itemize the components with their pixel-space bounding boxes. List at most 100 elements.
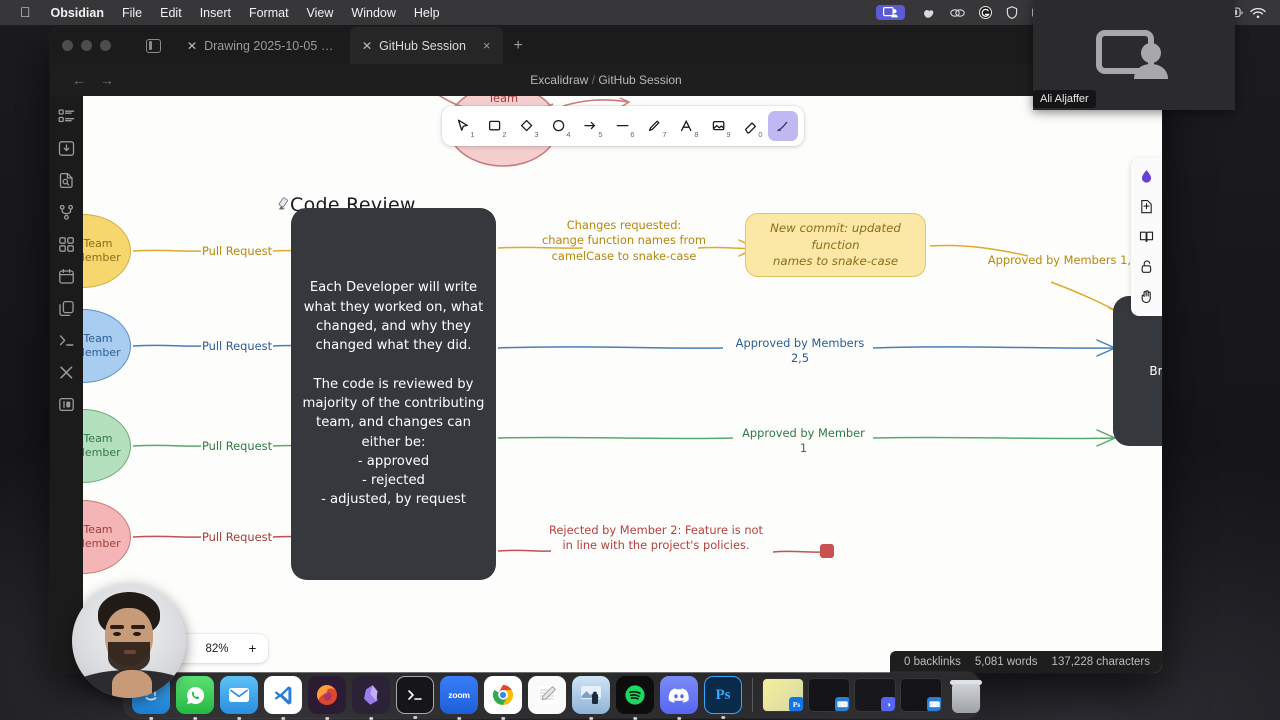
- tool-shortcut-number: 5: [598, 130, 603, 139]
- hand-icon[interactable]: [1139, 288, 1155, 304]
- dock-icon-preview[interactable]: [572, 676, 610, 720]
- nav-back-button[interactable]: ←: [72, 72, 86, 88]
- close-tab-button[interactable]: ×: [482, 38, 491, 53]
- dock-photoshop-label: Ps: [715, 686, 731, 703]
- shield-icon[interactable]: [999, 6, 1025, 19]
- draw-tool[interactable]: 7: [640, 111, 670, 141]
- dock-icon-vscode[interactable]: [264, 676, 302, 720]
- running-indicator: [149, 716, 153, 720]
- zoom-in-button[interactable]: +: [248, 641, 257, 656]
- menubar-item-insert[interactable]: Insert: [189, 5, 231, 20]
- screen-share-overlay[interactable]: Ali Aljaffer: [1033, 0, 1235, 110]
- dock-icon-firefox[interactable]: [308, 676, 346, 720]
- excalidraw-icon[interactable]: [58, 364, 75, 381]
- ellipse-tool[interactable]: 4: [544, 111, 574, 141]
- team-member-node-2[interactable]: Team Member: [83, 309, 131, 383]
- laser-pointer-tool[interactable]: [767, 111, 798, 141]
- character-count[interactable]: 137,228 characters: [1051, 656, 1150, 668]
- dock-icon-obsidian[interactable]: [352, 676, 390, 720]
- team-member-node-1[interactable]: Team Member: [83, 214, 131, 288]
- tab-strip: ✕ Drawing 2025-10-05 13.... ✕ GitHub Ses…: [175, 27, 534, 64]
- minimized-window-thumbnail[interactable]: ⌨: [809, 679, 849, 711]
- team-member-node-3[interactable]: Team Member: [83, 409, 131, 483]
- branch-box[interactable]: Br: [1113, 296, 1162, 446]
- eraser-cursor-icon: [274, 195, 293, 214]
- tab-github-session[interactable]: ✕ GitHub Session ×: [350, 27, 503, 64]
- running-indicator: [237, 716, 241, 720]
- arrow-tool[interactable]: 5: [576, 111, 606, 141]
- grid-apps-icon[interactable]: [58, 236, 75, 253]
- trash-icon[interactable]: [949, 677, 983, 713]
- changes-requested-label: Changes requested: change function names…: [541, 218, 707, 263]
- hand-icon[interactable]: [915, 7, 943, 19]
- calendar-icon[interactable]: [58, 268, 75, 285]
- dock-icon-mail[interactable]: [220, 676, 258, 720]
- add-file-icon[interactable]: [1139, 198, 1155, 214]
- wifi-icon[interactable]: [1246, 7, 1270, 19]
- git-graph-icon[interactable]: [58, 204, 75, 221]
- minimized-window-thumbnail[interactable]: ◑: [855, 679, 895, 711]
- loop-icon[interactable]: [943, 7, 972, 19]
- grammarly-icon[interactable]: [972, 6, 999, 19]
- dock-icon-chrome[interactable]: [484, 676, 522, 720]
- library-book-icon[interactable]: [1139, 228, 1155, 244]
- tab-drawing[interactable]: ✕ Drawing 2025-10-05 13....: [175, 27, 350, 64]
- menubar-item-window[interactable]: Window: [340, 5, 395, 20]
- diamond-tool[interactable]: 3: [512, 111, 542, 141]
- breadcrumb-current[interactable]: GitHub Session: [598, 73, 682, 87]
- screen-share-monitor-icon: [1096, 29, 1172, 81]
- menubar-app-name[interactable]: Obsidian: [40, 5, 104, 20]
- apple-icon[interactable]: : [10, 5, 42, 21]
- menubar-item-help[interactable]: Help: [403, 5, 440, 20]
- word-count[interactable]: 5,081 words: [974, 656, 1038, 668]
- menubar-item-file[interactable]: File: [111, 5, 142, 20]
- lock-icon[interactable]: [1139, 258, 1155, 274]
- dock-separator: [752, 678, 753, 712]
- rectangle-tool[interactable]: 2: [480, 111, 510, 141]
- new-tab-button[interactable]: +: [513, 36, 523, 54]
- card-board-icon[interactable]: [58, 396, 75, 413]
- dock-icon-discord[interactable]: [660, 676, 698, 720]
- team-member-node-4[interactable]: Team Member: [83, 500, 131, 574]
- line-tool[interactable]: 6: [608, 111, 638, 141]
- nav-forward-button[interactable]: →: [100, 72, 114, 88]
- file-search-icon[interactable]: [58, 172, 75, 189]
- minimized-window-thumbnail[interactable]: Ps: [763, 679, 803, 711]
- edge-label-pull-request-3: Pull Request: [201, 439, 273, 453]
- zoom-level-label[interactable]: 82%: [205, 642, 229, 655]
- files-list-icon[interactable]: [58, 108, 75, 125]
- webcam-bubble[interactable]: [72, 584, 186, 698]
- text-tool[interactable]: 8: [672, 111, 702, 141]
- excalidraw-canvas[interactable]: Team Member Team Member Team Member Team…: [83, 96, 1162, 673]
- selection-tool[interactable]: 1: [448, 111, 478, 141]
- webcam-brow-right: [131, 625, 145, 629]
- minimized-window-thumbnail[interactable]: ⌨: [901, 679, 941, 711]
- breadcrumb-parent[interactable]: Excalidraw: [530, 73, 589, 87]
- new-commit-sticky-note[interactable]: New commit: updated function names to sn…: [745, 213, 926, 277]
- dock-icon-spotify[interactable]: [616, 676, 654, 720]
- toggle-sidebar-button[interactable]: [146, 38, 161, 53]
- copy-files-icon[interactable]: [58, 300, 75, 317]
- menubar-item-view[interactable]: View: [296, 5, 334, 20]
- minimize-window-button[interactable]: [81, 40, 92, 51]
- screen-share-icon[interactable]: [875, 5, 905, 20]
- excalidraw-right-panel: [1131, 158, 1162, 316]
- code-review-box[interactable]: Each Developer will write what they work…: [291, 208, 496, 580]
- close-window-button[interactable]: [62, 40, 73, 51]
- webcam-brow-left: [110, 625, 124, 629]
- dock-icon-photoshop[interactable]: Ps: [704, 676, 742, 719]
- eraser-tool[interactable]: 0: [736, 111, 766, 141]
- dock-icon-terminal[interactable]: [396, 676, 434, 719]
- dock-icon-notes[interactable]: [528, 676, 566, 714]
- diagram-edges: [132, 96, 1127, 558]
- backlinks-count[interactable]: 0 backlinks: [904, 656, 961, 668]
- inbox-download-icon[interactable]: [58, 140, 75, 157]
- dock-icon-zoom[interactable]: zoom: [440, 676, 478, 720]
- maximize-window-button[interactable]: [100, 40, 111, 51]
- menubar-item-format[interactable]: Format: [238, 5, 289, 20]
- menubar-item-edit[interactable]: Edit: [149, 5, 182, 20]
- color-swatch-icon[interactable]: [1139, 168, 1155, 184]
- image-tool[interactable]: 9: [704, 111, 734, 141]
- window-body: Team Member Team Member Team Member Team…: [50, 96, 1162, 673]
- terminal-icon[interactable]: [58, 332, 75, 349]
